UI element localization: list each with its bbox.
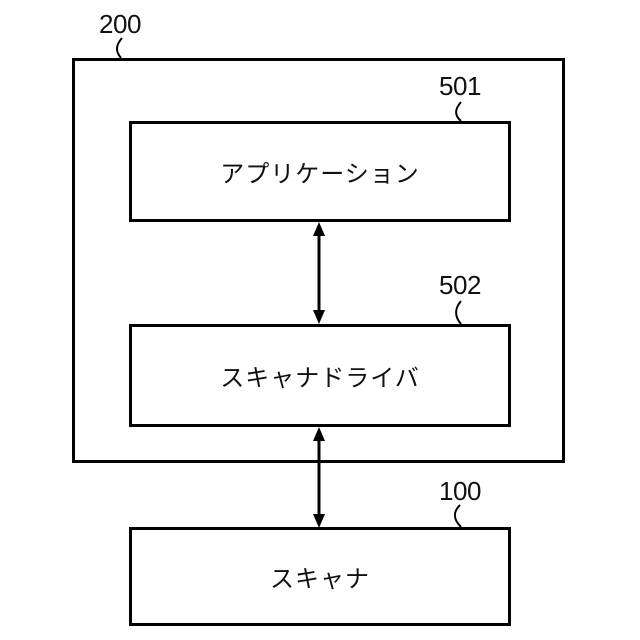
scanner-driver-block: スキャナドライバ — [129, 324, 511, 427]
ref-label-200: 200 — [99, 9, 141, 39]
scanner-driver-block-label: スキャナドライバ — [220, 365, 420, 392]
leader-line-200 — [116, 37, 123, 59]
scanner-block: スキャナ — [129, 527, 511, 626]
application-block: アプリケーション — [129, 121, 511, 222]
leader-line-100 — [453, 504, 462, 528]
application-block-label: アプリケーション — [220, 161, 420, 188]
ref-label-501: 501 — [439, 71, 481, 101]
scanner-block-label: スキャナ — [270, 566, 370, 593]
ref-label-100: 100 — [439, 476, 481, 506]
ref-label-502: 502 — [439, 270, 481, 300]
